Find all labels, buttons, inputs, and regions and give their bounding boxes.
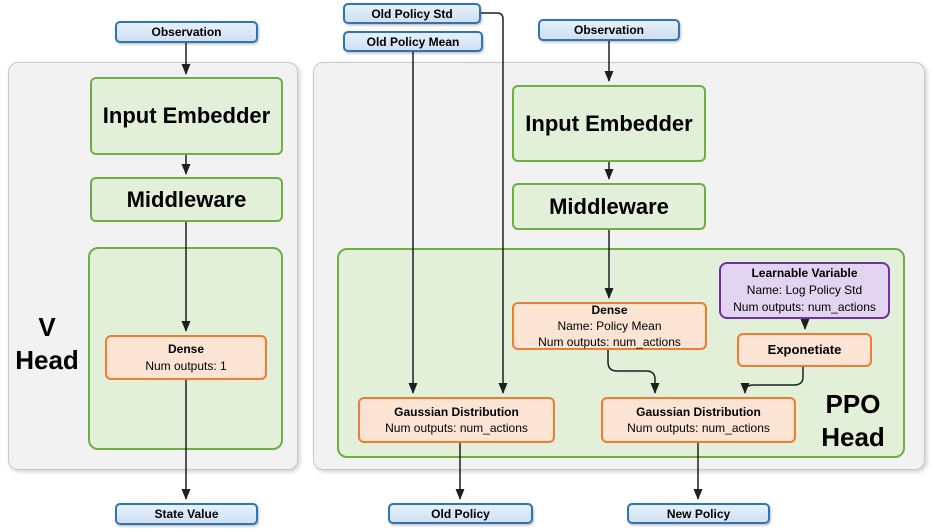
gaussian-new-num-outputs: Num outputs: num_actions bbox=[627, 421, 770, 435]
learnable-variable-name: Name: Log Policy Std bbox=[746, 282, 863, 297]
ppo-head-label-line2: Head bbox=[821, 422, 885, 453]
observation-node-right: Observation bbox=[538, 19, 680, 41]
gaussian-distribution-new-node: Gaussian Distribution Num outputs: num_a… bbox=[601, 397, 796, 443]
dense-node: Dense Num outputs: 1 bbox=[105, 335, 267, 380]
dense-policy-mean-node: Dense Name: Policy Mean Num outputs: num… bbox=[512, 302, 707, 350]
old-policy-std-label: Old Policy Std bbox=[371, 6, 453, 21]
dense-num-outputs: Num outputs: 1 bbox=[145, 358, 227, 373]
observation-label-right: Observation bbox=[573, 23, 645, 37]
old-policy-mean-label: Old Policy Mean bbox=[366, 34, 460, 49]
middleware-label-left: Middleware bbox=[126, 186, 247, 212]
dense-policy-mean-title: Dense bbox=[591, 302, 628, 317]
exponetiate-label: Exponetiate bbox=[767, 342, 842, 358]
v-head-label-line1: V bbox=[38, 312, 56, 342]
dense-policy-mean-name: Name: Policy Mean bbox=[557, 318, 662, 333]
middleware-label-right: Middleware bbox=[549, 193, 669, 219]
old-policy-std-node: Old Policy Std bbox=[343, 3, 481, 24]
learnable-variable-title: Learnable Variable bbox=[751, 265, 858, 280]
v-head-label-line2: Head bbox=[15, 345, 79, 376]
gaussian-old-title: Gaussian Distribution bbox=[394, 404, 519, 419]
v-head-label: V Head bbox=[10, 311, 84, 377]
old-policy-label: Old Policy bbox=[431, 506, 490, 521]
old-policy-node: Old Policy bbox=[388, 503, 533, 524]
middleware-node-left: Middleware bbox=[90, 177, 283, 222]
old-policy-mean-node: Old Policy Mean bbox=[343, 31, 483, 52]
gaussian-distribution-old-node: Gaussian Distribution Num outputs: num_a… bbox=[358, 397, 555, 443]
middleware-node-right: Middleware bbox=[512, 183, 706, 230]
input-embedder-node-right: Input Embedder bbox=[512, 85, 706, 162]
dense-policy-mean-num-outputs: Num outputs: num_actions bbox=[538, 335, 681, 350]
learnable-variable-node: Learnable Variable Name: Log Policy Std … bbox=[719, 262, 890, 319]
state-value-node: State Value bbox=[115, 503, 258, 525]
new-policy-node: New Policy bbox=[627, 503, 770, 524]
input-embedder-node-left: Input Embedder bbox=[90, 77, 283, 155]
observation-label-left: Observation bbox=[151, 25, 222, 39]
ppo-head-label: PPO Head bbox=[803, 388, 903, 454]
new-policy-label: New Policy bbox=[666, 506, 731, 521]
dense-title: Dense bbox=[167, 342, 205, 357]
observation-node-left: Observation bbox=[115, 21, 258, 43]
gaussian-new-title: Gaussian Distribution bbox=[636, 404, 761, 419]
input-embedder-label-left: Input Embedder bbox=[102, 103, 271, 128]
state-value-label: State Value bbox=[154, 507, 219, 521]
learnable-variable-num-outputs: Num outputs: num_actions bbox=[733, 300, 876, 315]
gaussian-old-num-outputs: Num outputs: num_actions bbox=[385, 421, 528, 435]
exponetiate-node: Exponetiate bbox=[737, 333, 872, 367]
ppo-head-label-line1: PPO bbox=[825, 389, 881, 419]
input-embedder-label-right: Input Embedder bbox=[525, 110, 693, 136]
